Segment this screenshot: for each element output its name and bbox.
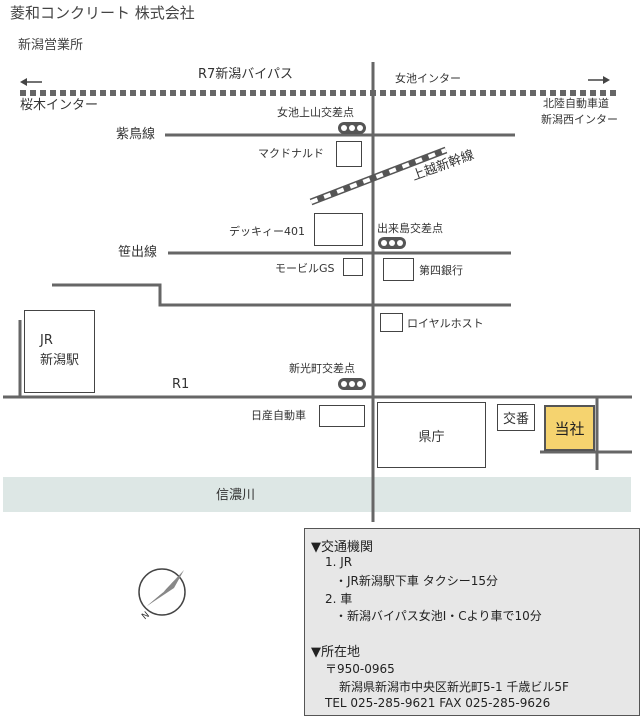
office-name: 新潟営業所 [18, 38, 84, 53]
river-label: 信濃川 [216, 488, 256, 503]
royal-building [380, 313, 403, 332]
company-location-label: 当社 [554, 419, 585, 438]
jr-detail: ・JR新潟駅下車 タクシー15分 [335, 574, 498, 588]
shinkansen-track [310, 148, 447, 204]
contact: TEL 025-285-9621 FAX 025-285-9626 [325, 696, 551, 710]
company-location: 当社 [544, 405, 595, 451]
traffic-signal-icon [338, 378, 366, 390]
shichiku-label: 紫鳥線 [116, 127, 156, 142]
hokuriku-ic-label-2: 新潟西インター [541, 113, 618, 126]
info-panel: ▼交通機関 1. JR ・JR新潟駅下車 タクシー15分 2. 車 ・新潟バイパ… [304, 528, 640, 716]
kencho-label: 県庁 [418, 429, 445, 445]
nissan-building [319, 405, 365, 427]
dekky-label: デッキィー401 [229, 225, 305, 238]
koban-label: 交番 [502, 412, 529, 427]
access-heading: ▼交通機関 [311, 540, 373, 555]
address: 新潟県新潟市中央区新光町5-1 千歳ビル5F [339, 680, 569, 694]
royal-label: ロイヤルホスト [407, 317, 484, 330]
police-box: 交番 [497, 404, 535, 431]
sasade-label: 笹出線 [118, 245, 158, 260]
prefectural-office: 県庁 [377, 402, 486, 468]
daishi-label: 第四銀行 [419, 264, 463, 277]
mobil-building [343, 258, 363, 276]
onnaike-kamiyama-label: 女池上山交差点 [277, 106, 354, 119]
dekky-building [314, 213, 363, 246]
station-label-1: JR [40, 333, 53, 348]
address-heading: ▼所在地 [311, 645, 360, 660]
station-label-2: 新潟駅 [40, 353, 80, 368]
branch-road [52, 283, 511, 307]
arrow-right-icon [588, 76, 610, 84]
mobil-label: モービルGS [275, 262, 335, 275]
car-detail: ・新潟バイパス女池I・Cより車で10分 [335, 609, 542, 623]
traffic-signal-icon [338, 122, 366, 134]
daishi-building [383, 258, 414, 281]
company-name: 菱和コンクリート 株式会社 [10, 4, 195, 22]
jr-niigata-station: JR 新潟駅 [24, 310, 95, 393]
jr-label: 1. JR [325, 555, 353, 569]
nissan-label: 日産自動車 [251, 409, 306, 422]
mcdonalds-label: マクドナルド [258, 147, 324, 160]
traffic-signal-icon [378, 237, 406, 249]
mcdonalds-building [336, 141, 362, 167]
arrow-left-icon [20, 78, 42, 86]
hokuriku-ic-label-1: 北陸自動車道 [543, 97, 609, 110]
river [3, 477, 631, 512]
bypass-label: R7新潟バイパス [198, 67, 294, 82]
dekijima-label: 出来島交差点 [377, 222, 443, 235]
shinkocho-label: 新光町交差点 [289, 362, 355, 375]
compass-icon [138, 568, 186, 616]
onnaike-ic-label: 女池インター [395, 72, 461, 85]
r1-label: R1 [172, 377, 190, 392]
sakuragi-ic-label: 桜木インター [20, 98, 99, 113]
car-label: 2. 車 [325, 592, 353, 606]
postal-code: 〒950-0965 [325, 662, 395, 676]
